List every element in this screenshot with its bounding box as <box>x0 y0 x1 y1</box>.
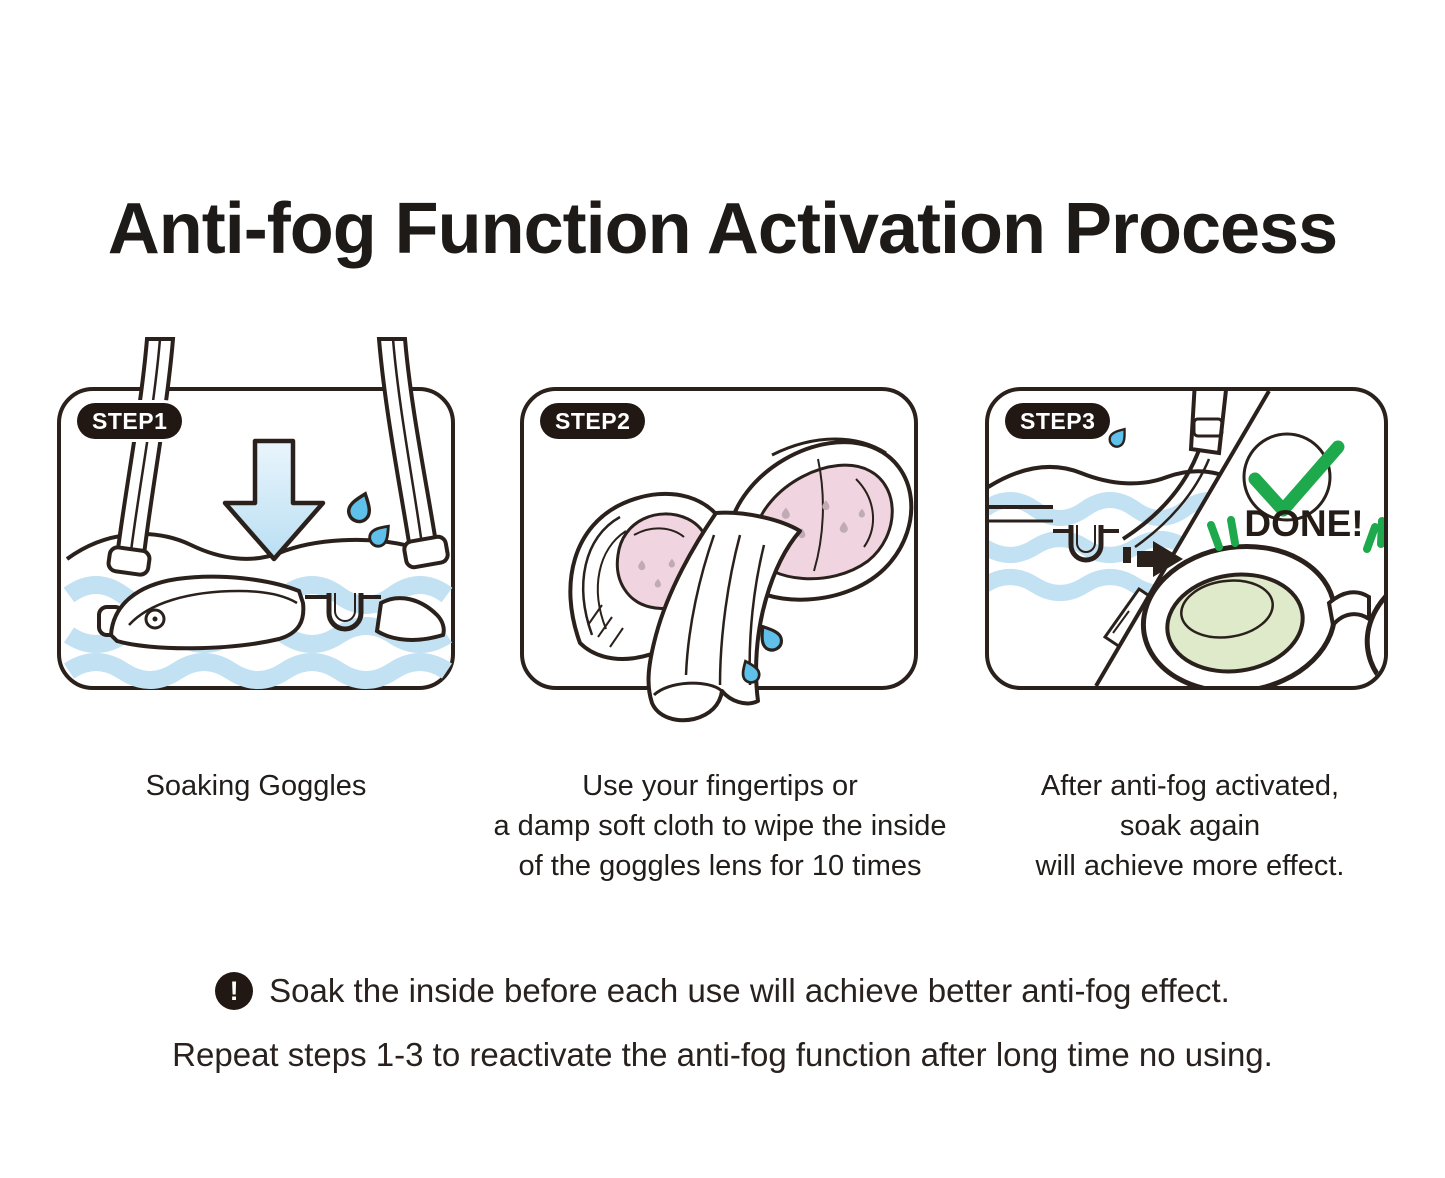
step-1-panel: STEP1 <box>57 337 455 690</box>
clear-goggles <box>1140 543 1384 686</box>
exclamation-icon: ! <box>215 972 254 1010</box>
wiping-goggles-illustration <box>568 437 914 723</box>
step-1-badge: STEP1 <box>77 403 183 439</box>
page-title: Anti-fog Function Activation Process <box>107 189 1338 269</box>
note-primary: ! Soak the inside before each use will a… <box>0 972 1445 1010</box>
step-1-caption: Soaking Goggles <box>145 770 367 802</box>
wipe-cloth <box>646 510 802 723</box>
step-3-panel: STEP3 DONE! <box>985 387 1388 690</box>
done-label: DONE! <box>1244 503 1364 544</box>
goggle-frame <box>97 574 446 651</box>
right-arrow-icon <box>1123 541 1183 577</box>
step-2-badge: STEP2 <box>540 403 646 439</box>
diagonal-divider <box>1094 391 1271 686</box>
emphasis-marks <box>1207 516 1384 553</box>
step-3-badge: STEP3 <box>1005 403 1111 439</box>
step-2-caption: Use your fingertips or a damp soft cloth… <box>493 770 947 882</box>
note-secondary: Repeat steps 1-3 to reactivate the anti-… <box>0 1036 1445 1074</box>
check-icon <box>1242 432 1345 522</box>
step-3-caption: After anti-fog activated, soak again wil… <box>1035 770 1345 882</box>
arrow-down-icon <box>222 438 326 562</box>
note-secondary-text: Repeat steps 1-3 to reactivate the anti-… <box>172 1036 1273 1073</box>
done-illustration <box>989 391 1384 686</box>
soaked-goggles-scene <box>989 391 1240 652</box>
note-primary-text: Soak the inside before each use will ach… <box>269 972 1230 1009</box>
step-2-panel: STEP2 <box>520 387 918 723</box>
